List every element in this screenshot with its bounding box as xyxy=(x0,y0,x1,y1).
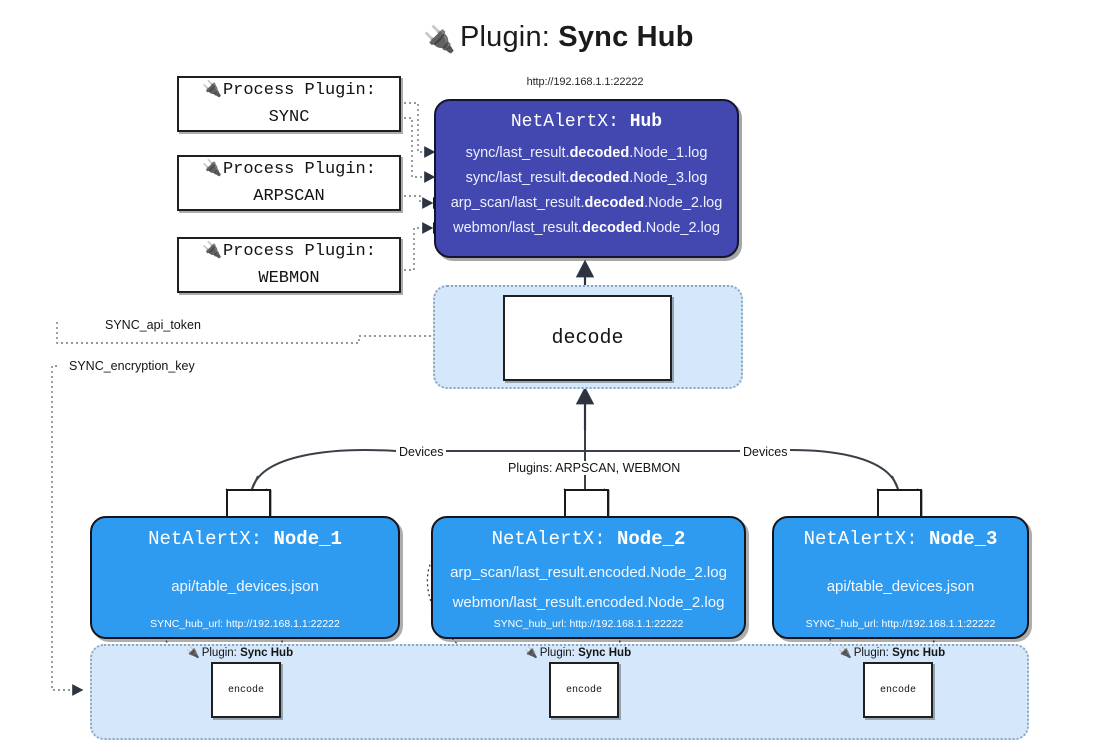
node-1-footer: SYNC_hub_url: http://192.168.1.1:22222 xyxy=(150,618,340,630)
stem-env3 xyxy=(891,475,899,490)
encode-plugin-label-3: 🔌Plugin: Sync Hub xyxy=(838,647,946,659)
hub-log-item: sync/last_result.decoded.Node_3.log xyxy=(465,170,708,186)
hub-title: NetAlertX: Hub xyxy=(510,112,663,132)
encode-box-2[interactable]: encode xyxy=(549,662,619,718)
hub-log-item: arp_scan/last_result.decoded.Node_2.log xyxy=(450,195,723,211)
wire-arpscan-to-log xyxy=(399,195,434,209)
process-plugin-arpscan-line1: 🔌Process Plugin: xyxy=(202,160,376,179)
process-plugin-webmon-line1: 🔌Process Plugin: xyxy=(202,242,376,261)
wire-sync-to-log3 xyxy=(399,117,436,183)
label-devices-left: Devices xyxy=(396,445,447,459)
process-plugin-arpscan[interactable]: 🔌Process Plugin: ARPSCAN xyxy=(177,155,401,211)
node-line: webmon/last_result.encoded.Node_2.log xyxy=(452,594,725,611)
process-plugin-sync-line2: SYNC xyxy=(268,108,310,127)
node-line: arp_scan/last_result.encoded.Node_2.log xyxy=(450,564,727,581)
node-1-title: NetAlertX: Node_1 xyxy=(148,528,342,550)
hub-log-item: sync/last_result.decoded.Node_1.log xyxy=(465,145,708,161)
page-title-strong: Sync Hub xyxy=(558,21,694,53)
process-plugin-webmon-line2: WEBMON xyxy=(258,269,320,288)
wire-encryption-key xyxy=(51,365,84,696)
process-plugin-sync-line1: 🔌Process Plugin: xyxy=(202,81,376,100)
hub-log-list: sync/last_result.decoded.Node_1.log sync… xyxy=(436,141,737,241)
node-3-lines: api/table_devices.json xyxy=(774,572,1027,602)
node-1-lines: api/table_devices.json xyxy=(92,572,398,602)
plug-icon: 🔌 xyxy=(202,160,222,178)
process-plugin-webmon[interactable]: 🔌Process Plugin: WEBMON xyxy=(177,237,401,293)
node-line: api/table_devices.json xyxy=(171,578,319,595)
node-2-footer: SYNC_hub_url: http://192.168.1.1:22222 xyxy=(493,618,684,630)
label-devices-right: Devices xyxy=(740,445,791,459)
node-3-footer: SYNC_hub_url: http://192.168.1.1:22222 xyxy=(805,618,996,630)
node-2-lines: arp_scan/last_result.encoded.Node_2.log … xyxy=(433,558,744,618)
plug-icon: 🔌 xyxy=(423,24,456,54)
plug-icon: 🔌 xyxy=(202,81,222,99)
page-title: 🔌Plugin: Sync Hub xyxy=(0,17,1117,59)
plug-icon: 🔌 xyxy=(524,647,538,659)
label-plugins-mid: Plugins: ARPSCAN, WEBMON xyxy=(505,461,684,475)
process-plugin-sync[interactable]: 🔌Process Plugin: SYNC xyxy=(177,76,401,132)
node-3[interactable]: NetAlertX: Node_3 api/table_devices.json… xyxy=(772,516,1029,639)
node-line: api/table_devices.json xyxy=(826,578,975,595)
encode-plugin-label-1: 🔌Plugin: Sync Hub xyxy=(186,647,294,659)
stem-env1 xyxy=(251,475,259,490)
encode-box-3[interactable]: encode xyxy=(863,662,933,718)
node-3-title: NetAlertX: Node_3 xyxy=(803,528,998,550)
label-sync-api-token: SYNC_api_token xyxy=(102,318,204,332)
process-plugin-arpscan-line2: ARPSCAN xyxy=(253,187,325,206)
hub-node[interactable]: NetAlertX: Hub sync/last_result.decoded.… xyxy=(434,99,739,258)
wire-sync-to-log1 xyxy=(399,102,436,158)
wire-webmon-to-log xyxy=(399,222,434,271)
plug-icon: 🔌 xyxy=(838,647,852,659)
plug-icon: 🔌 xyxy=(202,242,222,260)
encode-box-1[interactable]: encode xyxy=(211,662,281,718)
node-2-title: NetAlertX: Node_2 xyxy=(491,528,686,550)
hub-log-item: webmon/last_result.decoded.Node_2.log xyxy=(453,220,720,236)
encode-plugin-label-2: 🔌Plugin: Sync Hub xyxy=(524,647,632,659)
hub-url-label: http://192.168.1.1:22222 xyxy=(526,76,644,88)
plug-icon: 🔌 xyxy=(186,647,200,659)
node-1[interactable]: NetAlertX: Node_1 api/table_devices.json… xyxy=(90,516,400,639)
label-sync-encryption-key: SYNC_encryption_key xyxy=(66,359,198,373)
decode-box[interactable]: decode xyxy=(503,295,672,381)
node-2[interactable]: NetAlertX: Node_2 arp_scan/last_result.e… xyxy=(431,516,746,639)
page-title-lead: Plugin: xyxy=(459,21,559,53)
